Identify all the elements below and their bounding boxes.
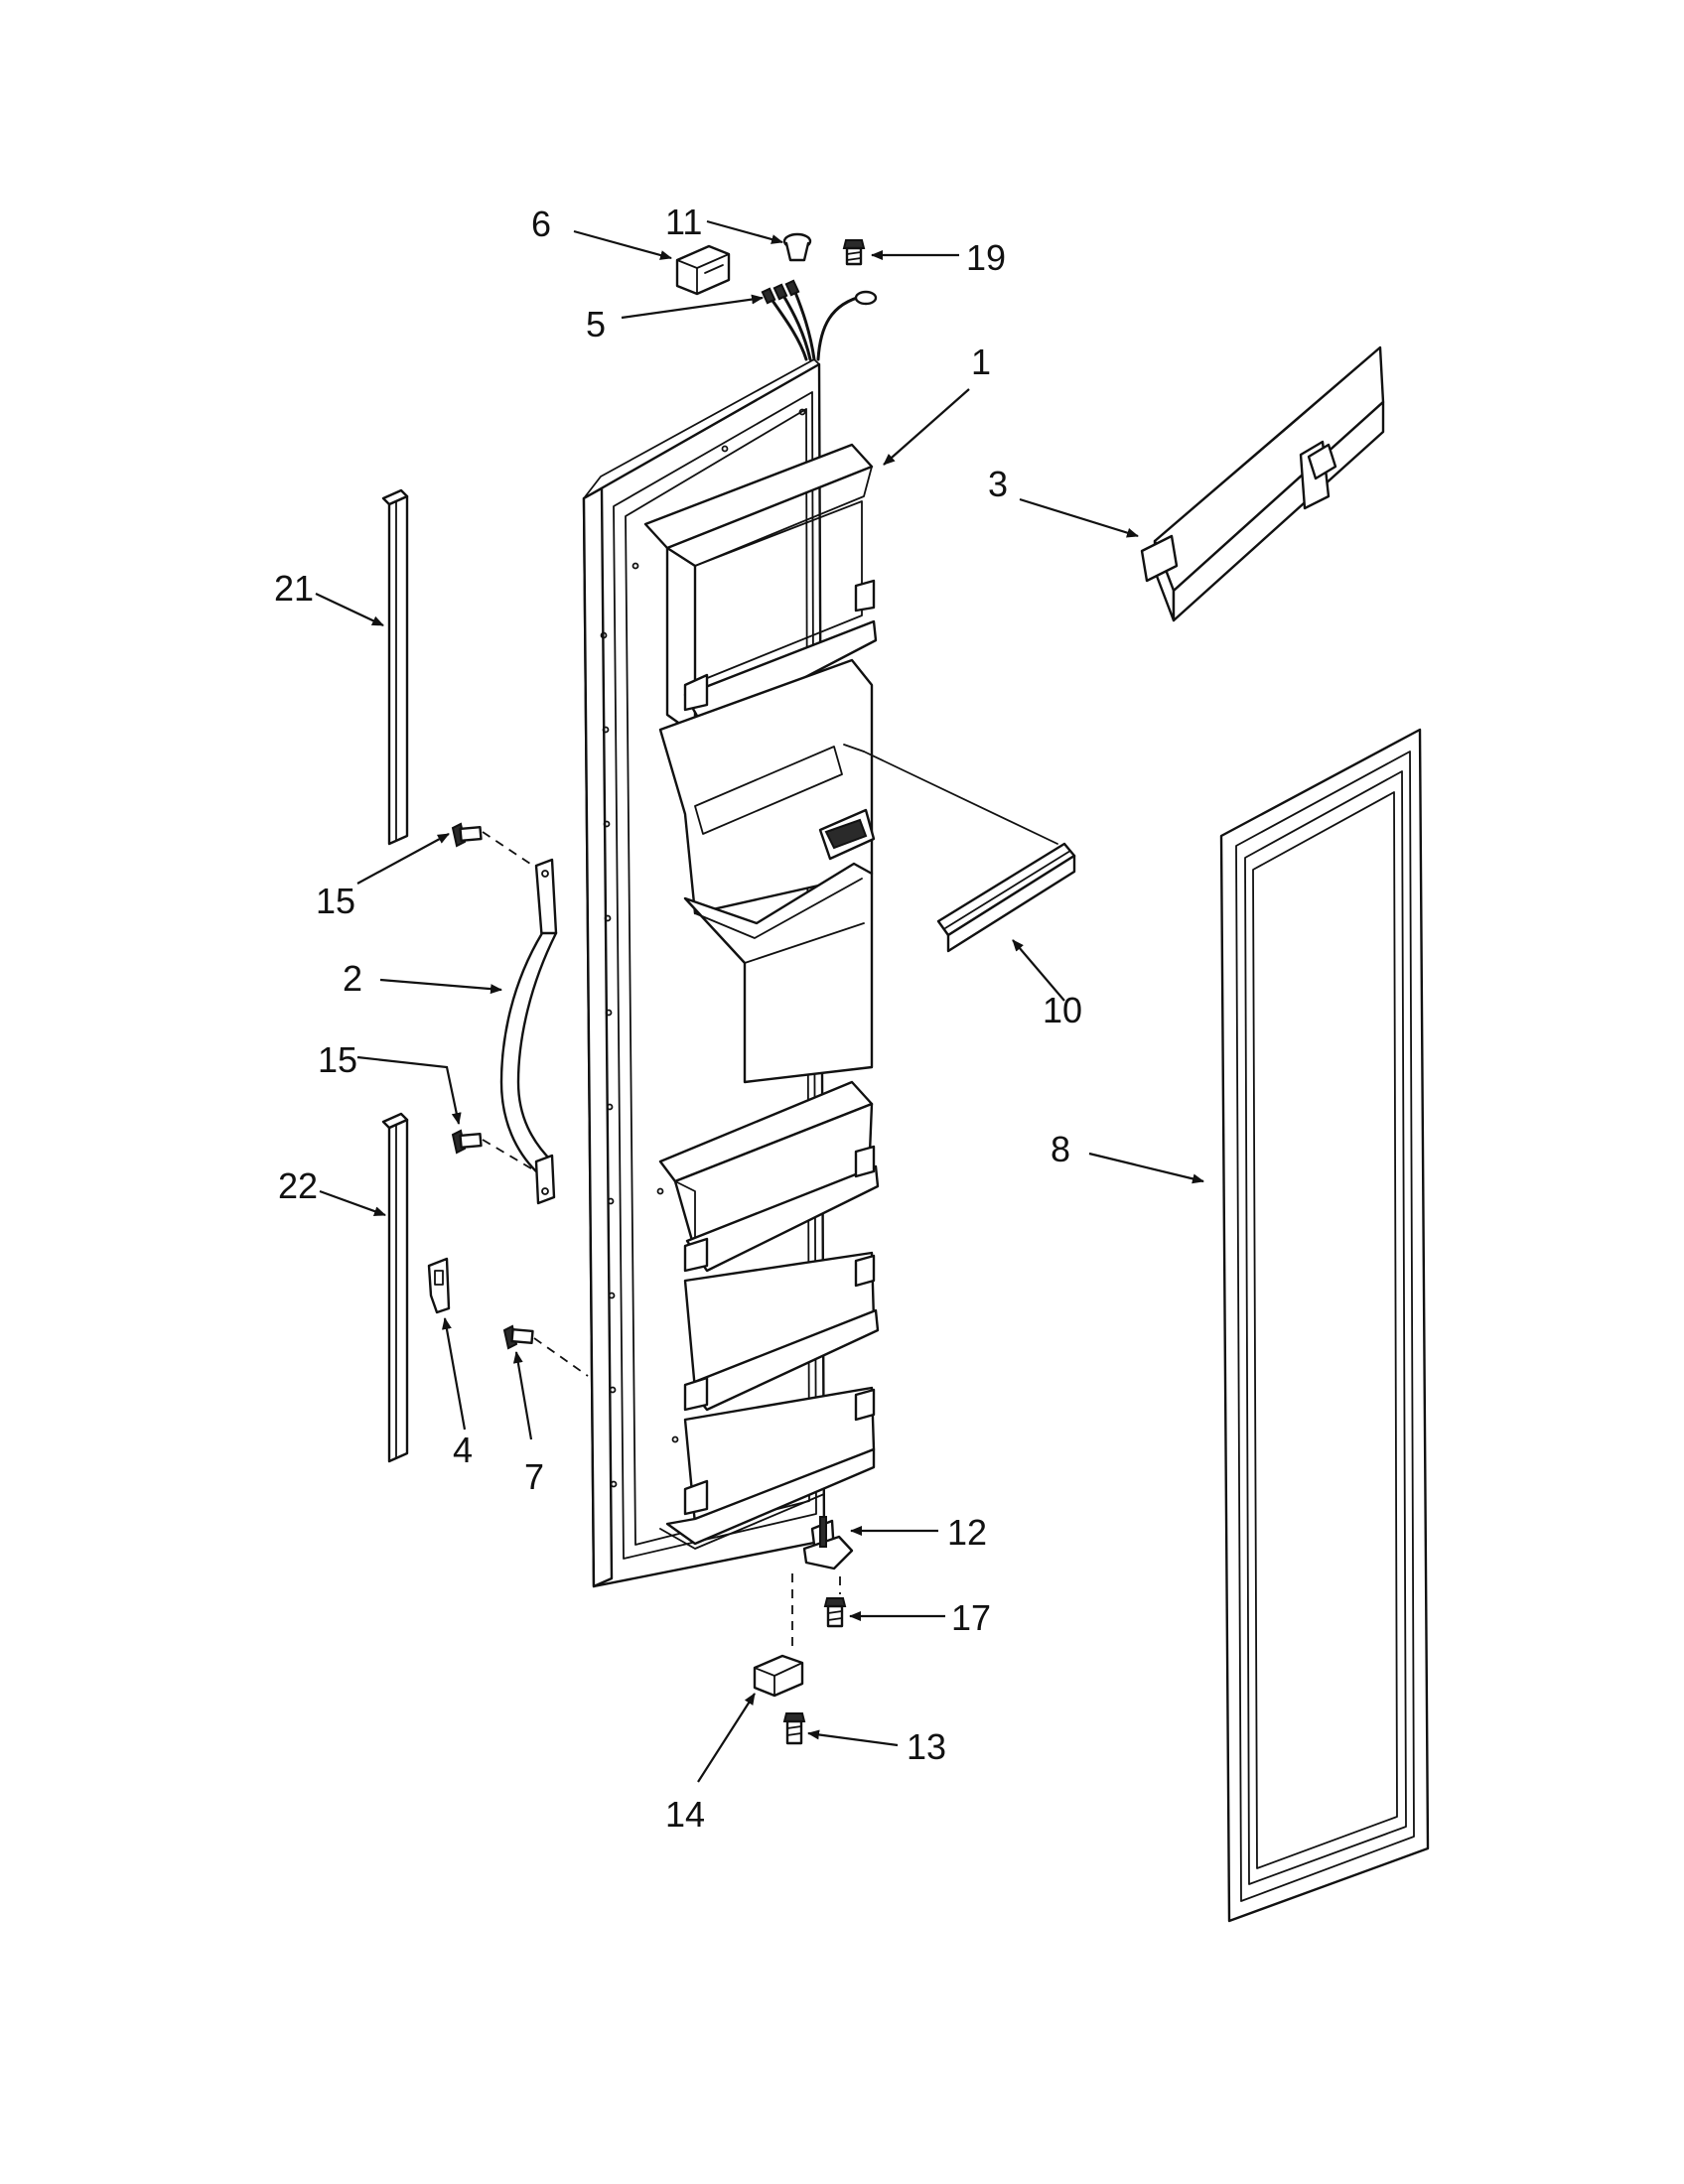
callout-15-bottom: 15 bbox=[318, 1039, 357, 1080]
connector-housing bbox=[675, 244, 731, 296]
callout-7: 7 bbox=[524, 1456, 544, 1497]
callout-8: 8 bbox=[1051, 1129, 1070, 1169]
callout-12: 12 bbox=[947, 1512, 987, 1553]
screw-13 bbox=[782, 1712, 806, 1745]
screw-15-bottom bbox=[451, 1129, 483, 1155]
door-gasket bbox=[1219, 728, 1430, 1923]
door-assembly bbox=[582, 358, 880, 1588]
callout-2: 2 bbox=[343, 958, 362, 999]
callout-4: 4 bbox=[453, 1430, 473, 1470]
callout-10: 10 bbox=[1043, 990, 1082, 1030]
hinge-bushing bbox=[802, 1516, 854, 1570]
screw-19 bbox=[842, 239, 866, 266]
door-clip bbox=[427, 1257, 451, 1314]
trim-strip-21 bbox=[381, 488, 409, 846]
plug-button bbox=[782, 232, 812, 262]
callout-17: 17 bbox=[951, 1597, 991, 1638]
hinge-block bbox=[753, 1654, 804, 1698]
screw-15-top bbox=[451, 822, 483, 848]
screw-7 bbox=[502, 1324, 534, 1350]
callout-13: 13 bbox=[907, 1726, 946, 1767]
callout-6: 6 bbox=[531, 204, 551, 244]
screw-17 bbox=[823, 1597, 847, 1628]
callout-15-top: 15 bbox=[316, 881, 355, 921]
callout-11: 11 bbox=[665, 202, 702, 242]
door-handle bbox=[499, 858, 558, 1205]
leader-lines bbox=[315, 219, 1204, 1783]
callout-5: 5 bbox=[586, 304, 606, 344]
callout-22: 22 bbox=[278, 1165, 318, 1206]
callout-14: 14 bbox=[665, 1794, 705, 1835]
trim-strip-22 bbox=[381, 1112, 409, 1463]
callout-1: 1 bbox=[971, 341, 991, 382]
callout-19: 19 bbox=[966, 237, 1006, 278]
callout-labels: 1 2 3 4 5 6 7 8 10 11 12 13 14 15 15 17 … bbox=[274, 202, 1082, 1835]
callout-21: 21 bbox=[274, 568, 314, 609]
dispenser-rail bbox=[843, 744, 1076, 953]
wire-harness bbox=[761, 279, 878, 361]
alignment-lines bbox=[482, 831, 841, 1653]
callout-3: 3 bbox=[988, 464, 1008, 504]
door-bin bbox=[1140, 345, 1385, 622]
